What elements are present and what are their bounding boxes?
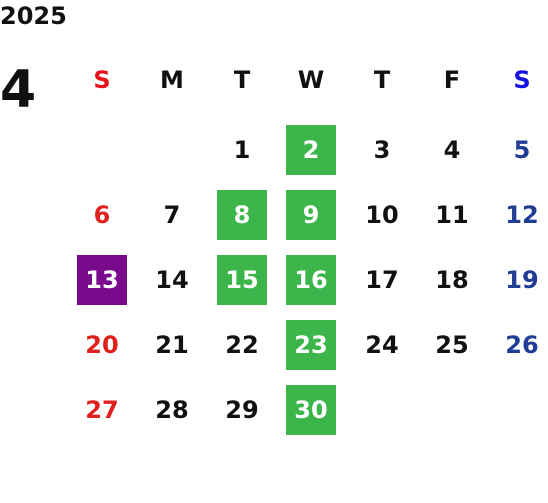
day-cell-10[interactable]: 10	[365, 201, 399, 229]
day-cell-26[interactable]: 26	[505, 331, 539, 359]
weekday-thu: T	[373, 66, 391, 94]
day-cell-21[interactable]: 21	[155, 331, 189, 359]
weekday-mon: M	[160, 66, 184, 94]
day-cell-1[interactable]: 1	[233, 136, 251, 164]
day-cell-14[interactable]: 14	[155, 266, 189, 294]
day-cell-12[interactable]: 12	[505, 201, 539, 229]
day-cell-23[interactable]: 23	[286, 320, 336, 370]
day-cell-6[interactable]: 6	[93, 201, 111, 229]
day-cell-27[interactable]: 27	[85, 396, 119, 424]
day-cell-11[interactable]: 11	[435, 201, 469, 229]
weekday-fri: F	[443, 66, 461, 94]
day-cell-29[interactable]: 29	[225, 396, 259, 424]
day-cell-18[interactable]: 18	[435, 266, 469, 294]
day-cell-5[interactable]: 5	[513, 136, 531, 164]
day-cell-4[interactable]: 4	[443, 136, 461, 164]
day-cell-24[interactable]: 24	[365, 331, 399, 359]
weekday-tue: T	[233, 66, 251, 94]
day-cell-3[interactable]: 3	[373, 136, 391, 164]
day-cell-30[interactable]: 30	[286, 385, 336, 435]
weekday-wed: W	[297, 66, 325, 94]
day-cell-2[interactable]: 2	[286, 125, 336, 175]
day-cell-17[interactable]: 17	[365, 266, 399, 294]
month-label: 4	[0, 60, 37, 120]
day-cell-25[interactable]: 25	[435, 331, 469, 359]
day-cell-8[interactable]: 8	[217, 190, 267, 240]
day-cell-7[interactable]: 7	[163, 201, 181, 229]
day-cell-15[interactable]: 15	[217, 255, 267, 305]
day-cell-22[interactable]: 22	[225, 331, 259, 359]
year-label: 2025	[0, 2, 67, 30]
day-cell-9[interactable]: 9	[286, 190, 336, 240]
day-cell-28[interactable]: 28	[155, 396, 189, 424]
weekday-sat: S	[513, 66, 531, 94]
day-cell-20[interactable]: 20	[85, 331, 119, 359]
day-cell-13[interactable]: 13	[77, 255, 127, 305]
weekday-sun: S	[93, 66, 111, 94]
day-cell-19[interactable]: 19	[505, 266, 539, 294]
day-cell-16[interactable]: 16	[286, 255, 336, 305]
